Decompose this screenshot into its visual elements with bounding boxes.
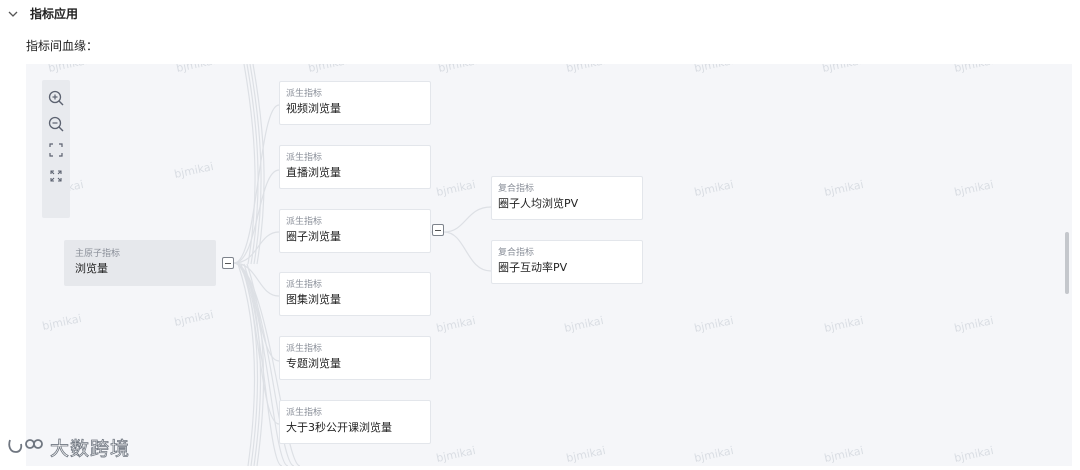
- fit-screen-icon[interactable]: [44, 138, 68, 162]
- node-type: 复合指标: [498, 184, 535, 194]
- node-name: 圈子互动率PV: [498, 261, 568, 274]
- brand-icon: [6, 436, 44, 460]
- derived-node[interactable]: 派生指标 图集浏览量: [279, 272, 431, 316]
- root-node[interactable]: 主原子指标 浏览量: [64, 240, 216, 286]
- node-name: 圈子人均浏览PV: [498, 197, 579, 210]
- brand-logo: 大数跨境: [6, 434, 130, 461]
- node-name: 图集浏览量: [286, 293, 341, 306]
- node-type: 复合指标: [498, 248, 535, 258]
- composite-node[interactable]: 复合指标 圈子人均浏览PV: [491, 176, 643, 220]
- node-name: 专题浏览量: [286, 357, 341, 370]
- node-type: 派生指标: [286, 217, 323, 227]
- zoom-out-icon[interactable]: [44, 112, 68, 136]
- derived-node[interactable]: 派生指标 直播浏览量: [279, 145, 431, 189]
- graph-toolbar: [42, 80, 70, 218]
- section-title: 指标应用: [30, 6, 79, 21]
- collapse-button[interactable]: [222, 257, 234, 269]
- node-type: 派生指标: [286, 153, 323, 163]
- node-name: 浏览量: [75, 262, 108, 275]
- chevron-down-icon[interactable]: [6, 6, 20, 20]
- section-header[interactable]: 指标应用: [6, 4, 78, 22]
- node-type: 派生指标: [286, 89, 323, 99]
- composite-node[interactable]: 复合指标 圈子互动率PV: [491, 240, 643, 284]
- lineage-graph-canvas[interactable]: bjmikai bjmikai bjmikai bjmikai bjmikai …: [26, 64, 1072, 466]
- derived-node[interactable]: 派生指标 视频浏览量: [279, 81, 431, 125]
- lineage-label: 指标间血缘：: [26, 39, 99, 53]
- vertical-scrollbar[interactable]: [1065, 232, 1069, 294]
- derived-node[interactable]: 派生指标 大于3秒公开课浏览量: [279, 400, 431, 444]
- node-type: 派生指标: [286, 344, 323, 354]
- node-name: 圈子浏览量: [286, 230, 341, 243]
- node-name: 视频浏览量: [286, 102, 341, 115]
- brand-text: 大数跨境: [50, 438, 131, 461]
- lineage-links: [233, 64, 492, 466]
- collapse-button[interactable]: [432, 224, 444, 236]
- zoom-in-icon[interactable]: [44, 86, 68, 110]
- node-name: 直播浏览量: [286, 166, 341, 179]
- node-type: 主原子指标: [75, 249, 121, 259]
- node-type: 派生指标: [286, 280, 323, 290]
- derived-node[interactable]: 派生指标 圈子浏览量: [279, 209, 431, 253]
- node-type: 派生指标: [286, 408, 323, 418]
- derived-node[interactable]: 派生指标 专题浏览量: [279, 336, 431, 380]
- node-name: 大于3秒公开课浏览量: [286, 421, 392, 434]
- fullscreen-icon[interactable]: [44, 164, 68, 188]
